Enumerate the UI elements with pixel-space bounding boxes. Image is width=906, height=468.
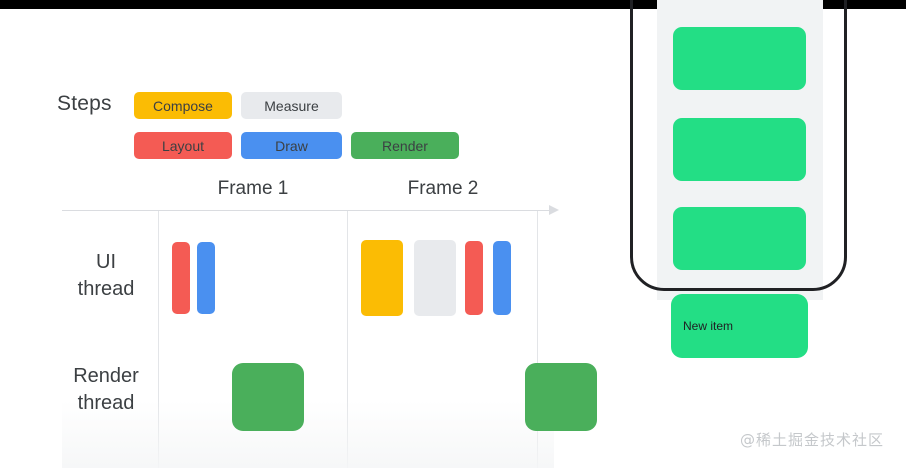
timeline-gridline xyxy=(347,211,348,468)
row-label-render-thread-line2: thread xyxy=(77,392,135,414)
row-label-ui-thread: UI thread xyxy=(58,249,154,303)
timeline-axis-arrow-icon xyxy=(549,205,559,215)
frame-label-2: Frame 2 xyxy=(407,178,479,199)
legend-chip-compose-label: Compose xyxy=(153,97,213,114)
render-thread-bar-render xyxy=(232,363,304,431)
timeline-gridline xyxy=(158,211,159,468)
ui-thread-bar-draw xyxy=(493,241,511,315)
phone-frame-outline xyxy=(630,0,847,291)
ui-thread-bar-layout xyxy=(465,241,483,315)
legend-chip-compose: Compose xyxy=(134,92,232,119)
list-item[interactable] xyxy=(673,118,806,181)
timeline-axis xyxy=(62,210,554,211)
new-list-item[interactable]: New item xyxy=(671,294,808,358)
legend-chip-render-label: Render xyxy=(382,137,428,154)
legend-chip-render: Render xyxy=(351,132,459,159)
row-label-render-thread-line1: Render xyxy=(73,365,139,387)
list-item[interactable] xyxy=(673,27,806,90)
legend-chip-draw-label: Draw xyxy=(275,137,308,154)
legend-chip-layout-label: Layout xyxy=(161,137,205,154)
ui-thread-bar-compose xyxy=(361,240,403,316)
timeline-gridline xyxy=(537,211,538,468)
ui-thread-bar-layout xyxy=(172,242,190,314)
legend-chip-measure-label: Measure xyxy=(264,97,319,114)
render-thread-bar-render xyxy=(525,363,597,431)
row-label-ui-thread-line2: thread xyxy=(77,278,135,300)
letterbox-top-bar xyxy=(0,0,906,9)
watermark: @稀土掘金技术社区 xyxy=(739,431,884,449)
ui-thread-bar-draw xyxy=(197,242,215,314)
ui-thread-bar-measure xyxy=(414,240,456,316)
legend-chip-measure: Measure xyxy=(241,92,342,119)
legend-chip-layout: Layout xyxy=(134,132,232,159)
new-list-item-label: New item xyxy=(683,319,734,333)
list-item[interactable] xyxy=(673,207,806,270)
legend-chip-draw: Draw xyxy=(241,132,342,159)
row-label-render-thread: Render thread xyxy=(58,363,154,417)
frame-label-1: Frame 1 xyxy=(217,178,289,199)
row-label-ui-thread-line1: UI xyxy=(96,251,116,273)
legend-title: Steps xyxy=(57,92,112,115)
